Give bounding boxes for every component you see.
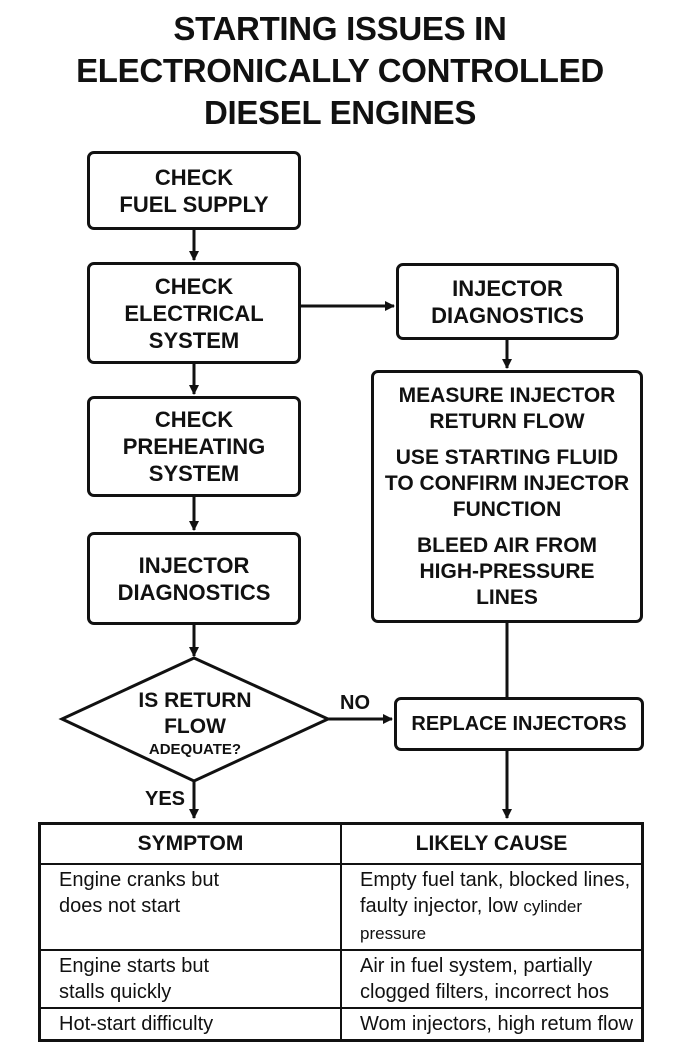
box-text: SYSTEM <box>148 461 240 486</box>
box-text: DIAGNOSTICS <box>431 302 584 328</box>
check-electrical-system-box: CHECK ELECTRICAL SYSTEM <box>87 262 301 364</box>
table-row: Engine cranks but does not start Empty f… <box>38 863 644 951</box>
symptom-cell: Hot-start difficulty <box>38 1007 342 1042</box>
decision-text: ADEQUATE? <box>148 741 242 758</box>
title-line-3: DIESEL ENGINES <box>203 94 477 131</box>
box-text: REPLACE INJECTORS <box>411 712 627 735</box>
cell-text: stalls quickly <box>59 981 172 1003</box>
injector-diagnostics-left-box: INJECTOR DIAGNOSTICS <box>87 532 301 625</box>
injector-diagnostics-right-box: INJECTOR DIAGNOSTICS <box>396 263 619 340</box>
step-text: MEASURE INJECTOR <box>398 383 616 407</box>
cell-text: faulty injector, low cylinder pressure <box>360 893 641 947</box>
cause-cell: Wom injectors, high retum flow <box>340 1007 644 1042</box>
box-text: SYSTEM <box>148 327 240 353</box>
step-text: BLEED AIR FROM <box>416 533 598 557</box>
step-text: FUNCTION <box>452 497 562 521</box>
decision-text: IS RETURN <box>138 689 252 712</box>
decision-diamond <box>58 656 332 783</box>
header-symptom: SYMPTOM <box>38 822 342 865</box>
cause-cell: Air in fuel system, partially clogged fi… <box>340 949 644 1009</box>
symptom-cause-table: SYMPTOM LIKELY CAUSE Engine cranks but d… <box>38 822 644 1042</box>
injector-test-steps-box: MEASURE INJECTOR RETURN FLOW USE STARTIN… <box>371 370 643 623</box>
box-text: CHECK <box>154 273 234 299</box>
table-header-row: SYMPTOM LIKELY CAUSE <box>38 822 644 865</box>
cell-text: does not start <box>59 895 181 917</box>
decision-label: IS RETURN FLOW ADEQUATE? <box>100 688 290 760</box>
box-text: CHECK <box>154 407 234 432</box>
box-text: PREHEATING <box>122 434 266 459</box>
box-text: FUEL SUPPLY <box>119 191 269 217</box>
cell-text-small: cylinder pressure <box>360 897 583 943</box>
symptom-cell: Engine starts but stalls quickly <box>38 949 342 1009</box>
step-text: HIGH-PRESSURE <box>419 559 595 583</box>
step-text: USE STARTING FLUID <box>395 445 619 469</box>
header-likely-cause: LIKELY CAUSE <box>340 822 644 865</box>
box-text: INJECTOR <box>138 552 250 578</box>
step-text: LINES <box>476 585 538 609</box>
table-row: Hot-start difficulty Wom injectors, high… <box>38 1007 644 1042</box>
table-row: Engine starts but stalls quickly Air in … <box>38 949 644 1009</box>
cell-text: Air in fuel system, partially <box>360 955 593 977</box>
symptom-cell: Engine cranks but does not start <box>38 863 342 951</box>
cell-text-part: faulty injector, low <box>360 895 518 917</box>
box-text: CHECK <box>154 164 234 190</box>
flow-connectors <box>58 230 512 819</box>
cell-text: clogged filters, incorrect hos <box>360 981 610 1003</box>
step-text: RETURN FLOW <box>429 409 585 433</box>
box-text: INJECTOR <box>452 275 563 301</box>
cell-text: Engine starts but <box>59 955 210 977</box>
box-text: ELECTRICAL <box>124 300 264 326</box>
box-text: DIAGNOSTICS <box>117 579 271 605</box>
check-preheating-system-box: CHECK PREHEATING SYSTEM <box>87 396 301 497</box>
cell-text: Empty fuel tank, blocked lines, <box>360 869 631 891</box>
step-text: TO CONFIRM INJECTOR <box>384 471 630 495</box>
cell-text: Wom injectors, high retum flow <box>360 1013 634 1035</box>
cell-text: Hot-start difficulty <box>59 1013 214 1035</box>
title-line-1: STARTING ISSUES IN <box>173 10 507 47</box>
yes-label: YES <box>145 788 186 810</box>
cause-cell: Empty fuel tank, blocked lines, faulty i… <box>340 863 644 951</box>
cell-text: Engine cranks but <box>59 869 220 891</box>
decision-text: FLOW <box>164 715 226 738</box>
no-label: NO <box>340 692 370 714</box>
page-title: STARTING ISSUES IN ELECTRONICALLY CONTRO… <box>0 8 680 134</box>
replace-injectors-box: REPLACE INJECTORS <box>394 697 644 751</box>
check-fuel-supply-box: CHECK FUEL SUPPLY <box>87 151 301 230</box>
title-line-2: ELECTRONICALLY CONTROLLED <box>76 52 604 89</box>
